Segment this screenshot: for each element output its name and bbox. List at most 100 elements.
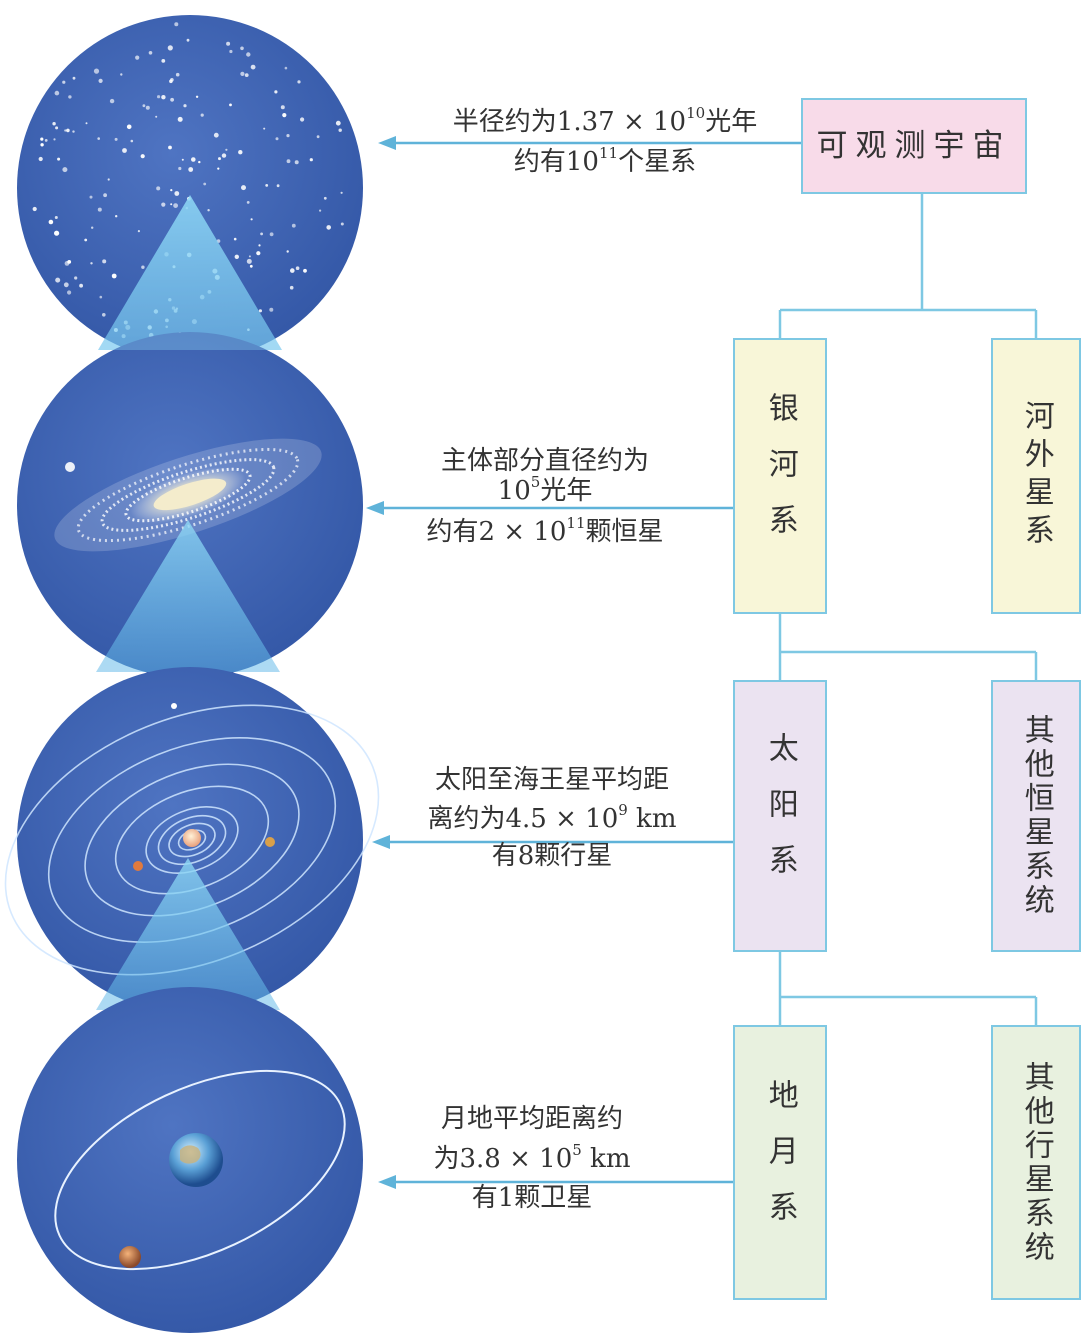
box-other-planet-systems-label: 其他行星系统 bbox=[1018, 1060, 1054, 1265]
star-dot bbox=[169, 79, 173, 84]
planet-far bbox=[171, 703, 177, 709]
star-dot bbox=[168, 145, 172, 150]
star-dot bbox=[114, 137, 118, 141]
star-dot bbox=[229, 103, 232, 107]
star-dot bbox=[102, 313, 106, 317]
box-other-star-systems: 其他恒星系统 bbox=[991, 680, 1081, 952]
star-dot bbox=[282, 113, 287, 118]
zoom-beam-1 bbox=[98, 195, 282, 350]
solar-system-sphere bbox=[4, 667, 380, 1013]
box-solar-system: 太阳系 bbox=[733, 680, 827, 952]
star-dot bbox=[286, 250, 289, 253]
star-dot bbox=[170, 189, 173, 192]
star-dot bbox=[102, 259, 107, 264]
universe-galaxy-count-text: 约有1011个星系 bbox=[513, 144, 697, 178]
star-dot bbox=[32, 206, 37, 212]
star-dot bbox=[93, 68, 100, 74]
box-other-planet-systems: 其他行星系统 bbox=[991, 1025, 1081, 1300]
star-dot bbox=[309, 158, 313, 162]
star-dot bbox=[54, 90, 60, 96]
star-dot bbox=[97, 137, 100, 140]
star-dot bbox=[221, 153, 227, 158]
star-dot bbox=[120, 73, 123, 76]
star-dot bbox=[62, 167, 68, 173]
star-dot bbox=[188, 167, 194, 172]
star-dot bbox=[323, 196, 327, 200]
star-dot bbox=[161, 95, 166, 100]
star-dot bbox=[203, 182, 207, 186]
star-dot bbox=[256, 251, 261, 256]
box-other-star-systems-label: 其他恒星系统 bbox=[1018, 714, 1054, 918]
star-dot bbox=[130, 139, 134, 143]
star-dot bbox=[200, 113, 204, 117]
star-dot bbox=[57, 157, 61, 161]
star-dot bbox=[191, 157, 196, 162]
star-dot bbox=[74, 276, 78, 280]
star-dot bbox=[54, 216, 58, 219]
star-dot bbox=[161, 59, 166, 63]
star-dot bbox=[62, 80, 66, 84]
star-dot bbox=[217, 167, 220, 170]
star-dot bbox=[249, 264, 253, 268]
solar-distance-value: 离约为4.5 × 109 km bbox=[427, 800, 677, 834]
star-dot bbox=[284, 66, 288, 70]
star-dot bbox=[338, 128, 342, 132]
star-dot bbox=[135, 55, 140, 60]
star-dot bbox=[40, 137, 44, 141]
box-earth-moon-system: 地月系 bbox=[733, 1025, 827, 1300]
box-solar-system-label: 太阳系 bbox=[762, 732, 798, 900]
star-dot bbox=[99, 295, 103, 299]
star-dot bbox=[335, 120, 341, 126]
star-dot bbox=[53, 138, 56, 141]
star-dot bbox=[175, 72, 180, 77]
star-dot bbox=[157, 95, 161, 99]
star-dot bbox=[226, 41, 231, 46]
star-dot bbox=[115, 215, 118, 218]
star-dot bbox=[340, 191, 343, 194]
star-dot bbox=[155, 115, 158, 118]
milky-way-star-count-text: 约有2 × 1011颗恒星 bbox=[426, 513, 664, 547]
star-dot bbox=[122, 148, 127, 153]
star-dot bbox=[246, 52, 251, 57]
star-dot bbox=[233, 237, 237, 241]
box-extragalactic-galaxies: 河外星系 bbox=[991, 338, 1081, 614]
star-dot bbox=[91, 226, 94, 229]
star-dot bbox=[263, 127, 266, 130]
zoom-beam-2 bbox=[96, 520, 280, 672]
solar-distance-text: 太阳至海王星平均距 bbox=[434, 765, 669, 795]
star-dot bbox=[213, 132, 219, 138]
star-dot bbox=[111, 273, 117, 279]
star-dot bbox=[137, 230, 140, 233]
star-dot bbox=[250, 64, 256, 70]
star-dot bbox=[238, 150, 243, 155]
star-dot bbox=[229, 49, 233, 54]
star-dot bbox=[66, 128, 70, 133]
star-dot bbox=[79, 283, 83, 288]
star-dot bbox=[161, 202, 166, 207]
star-dot bbox=[156, 186, 161, 191]
star-dot bbox=[67, 260, 72, 264]
star-dot bbox=[173, 203, 179, 209]
solar-planet-count-text: 有8颗行星 bbox=[491, 841, 613, 872]
star-dot bbox=[218, 157, 221, 161]
star-dot bbox=[44, 139, 48, 142]
star-dot bbox=[178, 166, 182, 171]
star-dot bbox=[258, 244, 261, 247]
distant-galaxy-dot bbox=[65, 462, 75, 472]
star-dot bbox=[269, 232, 274, 237]
box-observable-universe-label: 可观测宇宙 bbox=[816, 127, 1012, 164]
star-dot bbox=[170, 97, 175, 102]
star-dot bbox=[297, 80, 301, 84]
star-dot bbox=[340, 222, 344, 226]
star-dot bbox=[181, 158, 184, 161]
star-dot bbox=[85, 122, 88, 125]
star-dot bbox=[286, 134, 290, 138]
milky-way-diameter-value: 105光年 bbox=[497, 473, 593, 507]
star-dot bbox=[72, 76, 76, 80]
box-milky-way-label: 银河系 bbox=[762, 392, 798, 560]
star-dot bbox=[98, 78, 103, 83]
star-dot bbox=[109, 98, 115, 104]
solar-system-description: 太阳至海王星平均距 离约为4.5 × 109 km 有8颗行星 bbox=[392, 762, 712, 876]
star-dot bbox=[260, 232, 263, 236]
